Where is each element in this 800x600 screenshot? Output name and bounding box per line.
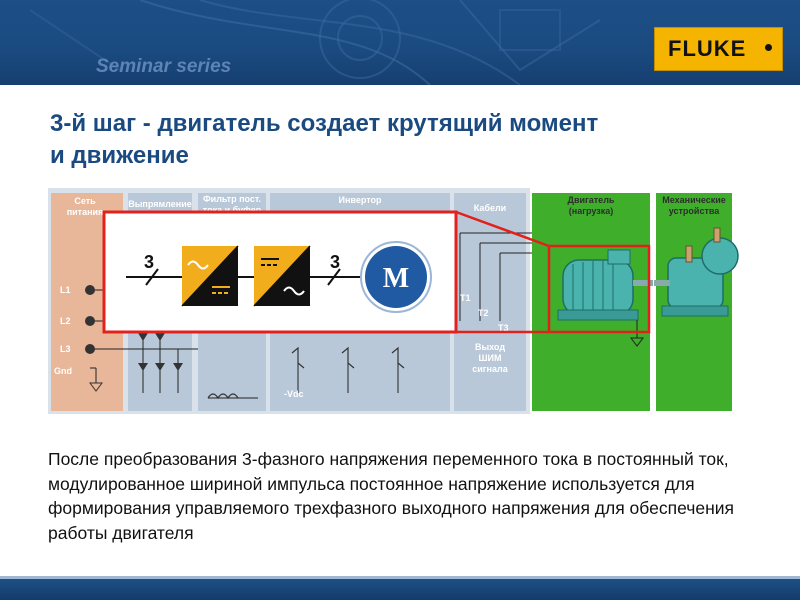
seminar-series-label: Seminar series <box>96 56 232 77</box>
footer-line <box>0 576 800 579</box>
slide-title: 3-й шаг - двигатель создает крутящий мом… <box>50 108 750 172</box>
mains-label-b: питания <box>67 207 104 217</box>
pwm-label-a: Выход <box>475 342 505 352</box>
coil-icon <box>207 393 239 400</box>
terminal-l1 <box>85 285 95 295</box>
terminal-l3 <box>85 344 95 354</box>
inverter-label: Инвертор <box>339 195 382 205</box>
output-t2-label: T2 <box>478 308 489 318</box>
rectifier-label: Выпрямление <box>128 199 192 209</box>
body-paragraph: После преобразования 3-фазного напряжени… <box>48 449 734 543</box>
logo-registered-icon <box>765 44 772 51</box>
mechanical-label-b: устройства <box>669 206 721 216</box>
motor-illustration <box>557 227 739 321</box>
motor-label-b: (нагрузка) <box>569 206 613 216</box>
terminal-l2-label: L2 <box>60 316 71 326</box>
footer-bar <box>0 579 800 600</box>
output-t1-label: T1 <box>460 293 471 303</box>
ground-icon <box>89 382 103 392</box>
cables-section <box>454 193 526 411</box>
motor-ground-icon <box>630 337 644 347</box>
terminal-l3-label: L3 <box>60 344 71 354</box>
vdc-label: -Vdc <box>284 389 304 399</box>
fluke-logo-text: FLUKE <box>668 36 747 61</box>
terminal-l1-label: L1 <box>60 285 71 295</box>
fluke-logo <box>654 27 783 71</box>
filter-label-a: Фильтр пост. <box>203 194 261 204</box>
motor-label-a: Двигатель <box>568 195 615 205</box>
terminal-gnd-label: Gnd <box>54 366 72 376</box>
output-phase-count: 3 <box>330 252 340 272</box>
motor-highlight-frame <box>547 244 651 334</box>
pwm-label-b: ШИМ <box>478 353 501 363</box>
slide-title-line2: и движение <box>50 142 189 169</box>
cables-label: Кабели <box>474 203 506 213</box>
mains-label-a: Сеть <box>74 196 96 206</box>
banner-decoration <box>29 0 601 85</box>
inset-box: 3 3 M <box>102 210 458 334</box>
slide-title-line1: 3-й шаг - двигатель создает крутящий мом… <box>50 110 599 137</box>
terminals: L1 L2 L3 Gnd <box>54 285 103 392</box>
output-t3-label: T3 <box>498 323 509 333</box>
motor-symbol-label: M <box>383 263 409 294</box>
mechanical-label-a: Механические <box>662 195 726 205</box>
pwm-label-c: сигнала <box>472 364 508 374</box>
input-phase-count: 3 <box>144 252 154 272</box>
vfd-diagram: Сеть питания Выпрямление Фильтр пост. то… <box>48 188 739 414</box>
filter-label-b: тока и буфер <box>203 205 262 215</box>
terminal-l2 <box>85 316 95 326</box>
